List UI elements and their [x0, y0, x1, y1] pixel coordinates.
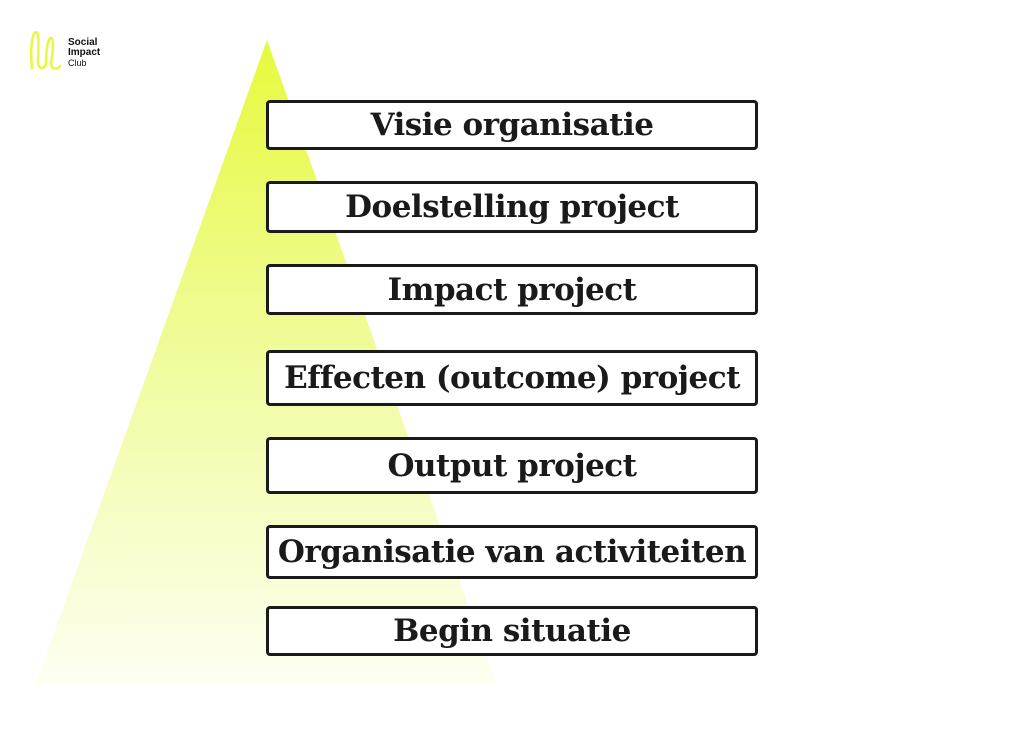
level-activiteiten: Organisatie van activiteiten: [266, 525, 758, 579]
level-output: Output project: [266, 437, 758, 494]
level-visie: Visie organisatie: [266, 100, 758, 150]
logo-line3: Club: [68, 58, 87, 68]
logo-line2: Impact: [68, 47, 101, 58]
level-doelstelling: Doelstelling project: [266, 181, 758, 233]
social-impact-club-logo: Social Impact Club: [28, 30, 100, 72]
logo-loop-icon: [29, 30, 62, 70]
logo-line1: Social: [68, 37, 98, 48]
level-begin-situatie: Begin situatie: [266, 606, 758, 656]
level-effecten: Effecten (outcome) project: [266, 350, 758, 406]
level-impact: Impact project: [266, 264, 758, 315]
